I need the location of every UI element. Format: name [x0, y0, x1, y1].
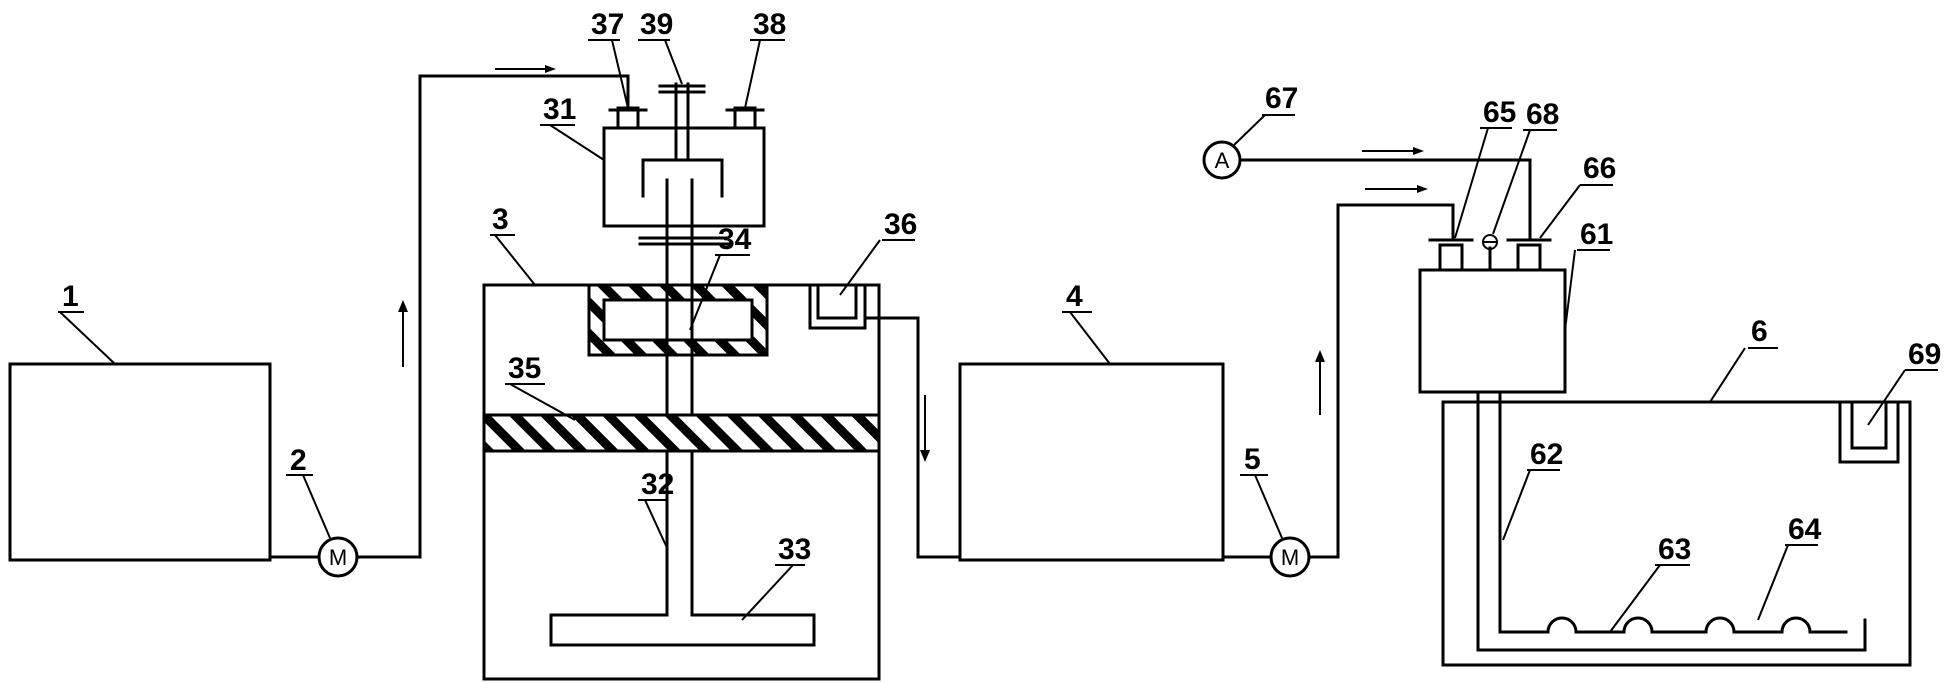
cup-69	[1838, 400, 1900, 464]
label-68: 68	[1526, 98, 1559, 131]
nozzle-66: 66	[1506, 152, 1616, 272]
label-62: 62	[1530, 438, 1563, 471]
pipe-4-to-61	[1221, 185, 1455, 559]
label-36: 36	[884, 208, 917, 241]
label-67: 67	[1265, 82, 1298, 115]
label-33: 33	[778, 533, 811, 566]
label-65: 65	[1483, 96, 1516, 129]
label-2: 2	[290, 444, 307, 477]
ammeter-67: A 67	[1202, 82, 1532, 240]
pump-5: M 5	[1240, 443, 1311, 578]
ammeter-symbol: A	[1215, 148, 1230, 173]
motor-symbol-2: M	[1281, 545, 1299, 570]
label-3: 3	[492, 203, 509, 236]
basin-6: 6 69	[1441, 315, 1941, 667]
nozzle-38: 38	[725, 8, 786, 130]
label-69: 69	[1908, 338, 1941, 371]
pipe-1-to-31	[268, 65, 630, 559]
label-1: 1	[62, 280, 79, 313]
vessel-61: 61 65 68 66	[1418, 96, 1616, 394]
label-39: 39	[640, 8, 673, 41]
piston-34	[587, 283, 769, 357]
label-32: 32	[641, 468, 674, 501]
label-31: 31	[543, 93, 576, 126]
label-63: 63	[1658, 533, 1691, 566]
pump-2: M 2	[286, 444, 359, 578]
label-64: 64	[1788, 513, 1822, 546]
label-61: 61	[1580, 218, 1613, 251]
label-4: 4	[1066, 280, 1083, 313]
plate-35	[482, 413, 881, 453]
nozzle-65: 65	[1428, 96, 1516, 272]
motor-symbol: M	[329, 545, 347, 570]
aeration-pipe-62: 62 63 64	[1476, 390, 1867, 652]
reactor-3: 3 35 34 32 33 36	[482, 178, 917, 681]
label-35: 35	[508, 352, 541, 385]
label-5: 5	[1244, 443, 1261, 476]
stirrer-32	[549, 449, 816, 647]
vessel-31: 31 37 38 39	[540, 8, 786, 246]
label-37: 37	[591, 8, 624, 41]
label-38: 38	[753, 8, 786, 41]
tank-4: 4	[958, 280, 1225, 562]
nozzle-37: 37	[588, 8, 648, 130]
label-66: 66	[1583, 152, 1616, 185]
pipe-36-to-4	[863, 316, 962, 559]
label-6: 6	[1751, 315, 1768, 348]
overflow-36	[816, 283, 858, 320]
sensor-68: 68	[1482, 98, 1559, 272]
tank-1: 1	[8, 280, 272, 562]
